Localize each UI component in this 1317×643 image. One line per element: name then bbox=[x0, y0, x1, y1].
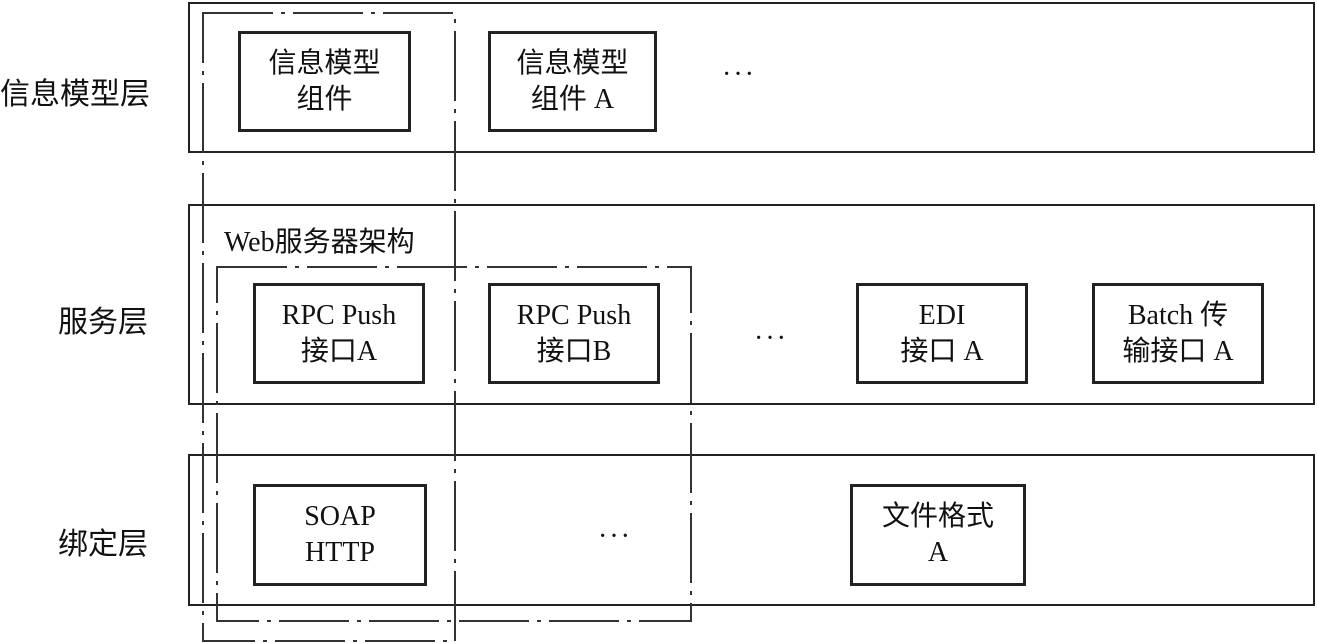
info-model-component-group-outline bbox=[202, 12, 456, 642]
batch-transfer-interface-a-box: Batch 传 输接口 A bbox=[1092, 283, 1264, 384]
box-line: EDI bbox=[918, 299, 966, 331]
layer-label-info-model: 信息模型层 bbox=[0, 78, 150, 111]
box-line: SOAP bbox=[304, 501, 376, 532]
soap-http-box: SOAP HTTP bbox=[253, 484, 427, 586]
edi-interface-a-box: EDI 接口 A bbox=[856, 283, 1028, 384]
web-server-architecture-title: Web服务器架构 bbox=[222, 227, 417, 259]
info-model-ellipsis: ··· bbox=[722, 59, 756, 90]
box-line: 接口A bbox=[300, 335, 378, 367]
box-line: 文件格式 bbox=[881, 501, 994, 532]
box-line: RPC Push bbox=[516, 299, 632, 331]
rpc-push-interface-b-box: RPC Push 接口B bbox=[488, 283, 660, 384]
box-line: 信息模型 bbox=[516, 47, 629, 79]
info-model-component-a-box: 信息模型 组件 A bbox=[488, 31, 657, 132]
box-line: A bbox=[927, 537, 949, 568]
box-line: 组件 A bbox=[530, 83, 615, 115]
box-line: RPC Push bbox=[281, 299, 397, 331]
service-ellipsis: ··· bbox=[754, 323, 788, 354]
info-model-component-box: 信息模型 组件 bbox=[238, 31, 411, 132]
box-line: 接口 A bbox=[900, 335, 984, 367]
box-line: 输接口 A bbox=[1122, 335, 1234, 367]
box-line: HTTP bbox=[305, 537, 375, 568]
layer-label-service: 服务层 bbox=[58, 306, 148, 339]
box-line: 接口B bbox=[536, 335, 612, 367]
web-server-architecture-outline bbox=[216, 266, 692, 622]
file-format-a-box: 文件格式 A bbox=[850, 484, 1026, 586]
service-layer-frame bbox=[188, 204, 1315, 405]
rpc-push-interface-a-box: RPC Push 接口A bbox=[253, 283, 425, 384]
box-line: 组件 bbox=[296, 83, 353, 115]
layer-label-binding: 绑定层 bbox=[58, 528, 148, 561]
box-line: 信息模型 bbox=[268, 47, 381, 79]
info-model-layer-frame bbox=[188, 2, 1315, 153]
binding-layer-frame bbox=[188, 454, 1315, 606]
box-line: Batch 传 bbox=[1127, 299, 1229, 331]
binding-ellipsis: ··· bbox=[598, 521, 632, 552]
